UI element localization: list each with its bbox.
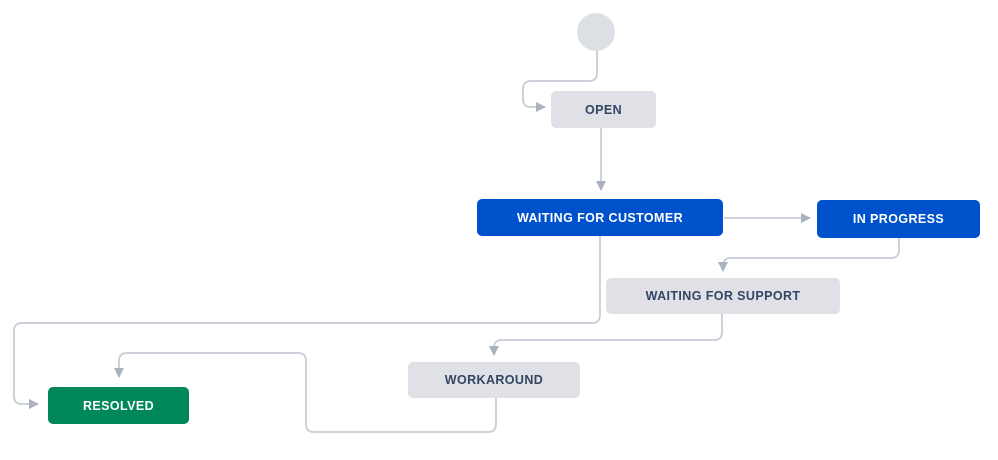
start-node-icon[interactable] <box>577 13 615 51</box>
transition-waiting-for-customer-to-resolved <box>13 235 601 409</box>
status-in-progress[interactable]: IN PROGRESS <box>817 200 980 238</box>
transition-waiting-for-support-to-workaround <box>489 314 723 356</box>
status-resolved[interactable]: RESOLVED <box>48 387 189 424</box>
status-waiting-for-support[interactable]: WAITING FOR SUPPORT <box>606 278 840 314</box>
transition-start-to-open <box>522 51 598 112</box>
status-workaround[interactable]: WORKAROUND <box>408 362 580 398</box>
status-open[interactable]: OPEN <box>551 91 656 128</box>
transition-workaround-to-resolved <box>114 352 497 433</box>
status-waiting-for-customer[interactable]: WAITING FOR CUSTOMER <box>477 199 723 236</box>
transition-in-progress-to-waiting-for-support <box>718 238 900 272</box>
